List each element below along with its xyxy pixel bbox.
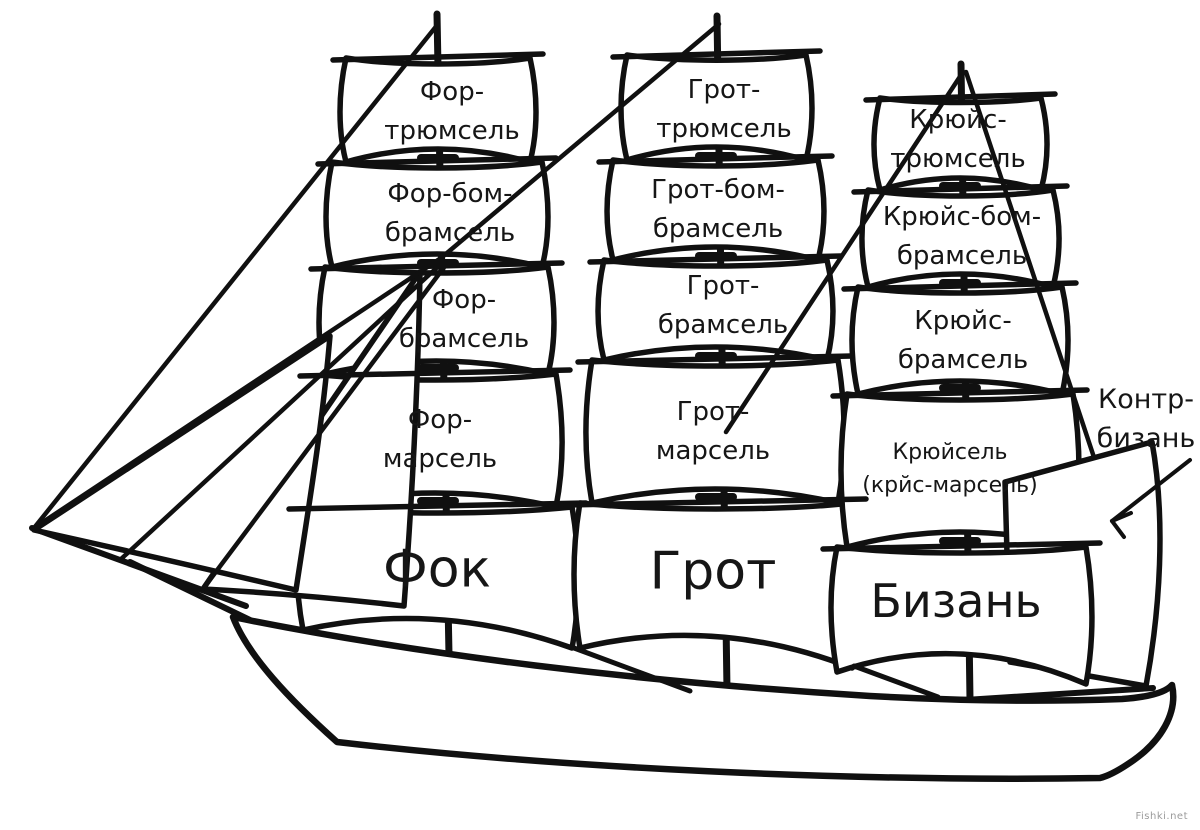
main-topsail-sail bbox=[583, 357, 847, 506]
arrow-head-b bbox=[1110, 519, 1126, 539]
sheet-line bbox=[851, 663, 941, 700]
main-royal-sail bbox=[618, 52, 815, 163]
yard-line bbox=[820, 540, 1103, 552]
main-course-sail bbox=[571, 500, 861, 671]
mizzen-to-main-stay bbox=[723, 69, 966, 435]
main-to-fore-stay bbox=[438, 21, 722, 261]
hull bbox=[229, 613, 1177, 782]
jib-stay-2 bbox=[117, 259, 446, 563]
sheet-line bbox=[571, 645, 693, 694]
yard-line bbox=[830, 387, 1090, 399]
rigging-stays bbox=[31, 21, 966, 592]
mizzen-course-sail bbox=[828, 544, 1095, 687]
mizzen-topgallant-sail bbox=[849, 284, 1071, 397]
yard-line bbox=[863, 91, 1058, 103]
bowsprit bbox=[29, 525, 253, 623]
yard-line bbox=[330, 51, 546, 63]
bowsprit-lower bbox=[127, 559, 253, 623]
watermark: Fishki.net bbox=[1135, 811, 1188, 822]
yard-line bbox=[610, 48, 823, 60]
arrow-head-a bbox=[1110, 511, 1133, 523]
fore-topgallant-sail bbox=[316, 264, 557, 377]
fore-royal-stay bbox=[31, 21, 441, 531]
yards-and-rigging bbox=[286, 48, 1103, 700]
jib-stay-1 bbox=[31, 255, 444, 531]
yard-line bbox=[297, 367, 573, 379]
outer-jib-sail bbox=[31, 333, 333, 593]
main-sails bbox=[571, 52, 861, 671]
mizzen-royal-sail bbox=[871, 95, 1050, 193]
main-topgallant-sail bbox=[595, 257, 836, 363]
mizzen-sails bbox=[838, 95, 1082, 550]
jib-stay-3 bbox=[200, 263, 448, 592]
yard-line bbox=[286, 500, 589, 512]
jib-sails bbox=[31, 269, 423, 609]
fore-upper-topgallant-sail bbox=[323, 159, 551, 270]
yard-line bbox=[563, 496, 869, 508]
main-upper-topgallant-sail bbox=[604, 157, 827, 263]
counter-mizzen-arrow bbox=[1110, 458, 1192, 539]
mizzen-upper-topgallant-sail bbox=[859, 187, 1062, 290]
arrow-shaft bbox=[1110, 458, 1192, 523]
